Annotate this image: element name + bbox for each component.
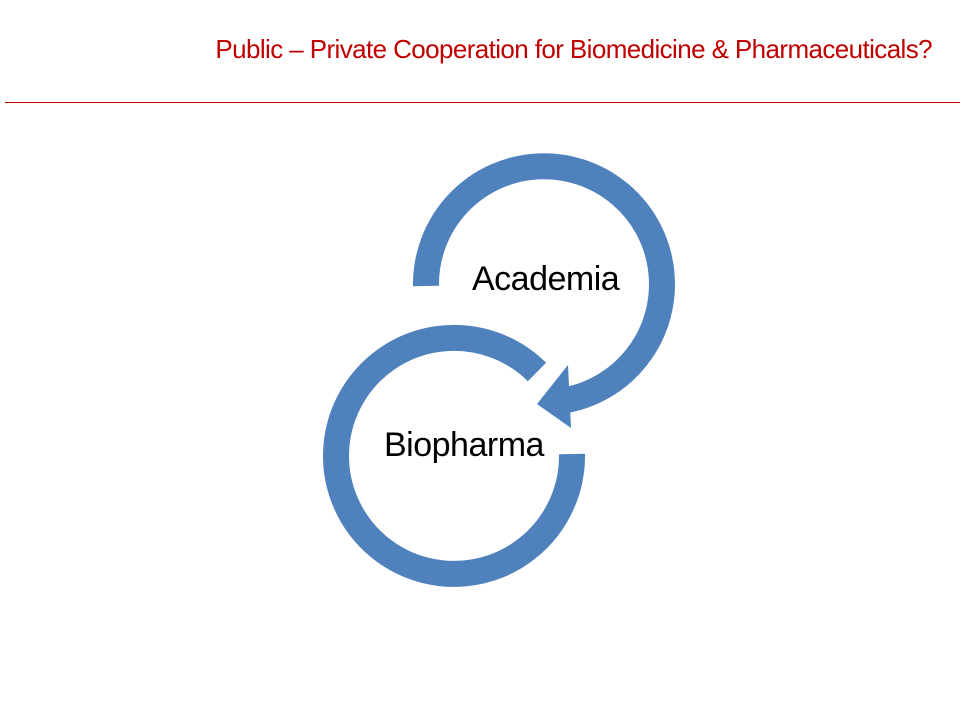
- arrow-icon: [537, 365, 571, 428]
- node-label-academia: Academia: [472, 260, 620, 298]
- academia-ring: [412, 153, 675, 414]
- biopharma-ring: [323, 324, 586, 587]
- slide-title: Public – Private Cooperation for Biomedi…: [215, 34, 932, 64]
- node-label-biopharma: Biopharma: [384, 426, 545, 464]
- title-divider: [5, 102, 960, 103]
